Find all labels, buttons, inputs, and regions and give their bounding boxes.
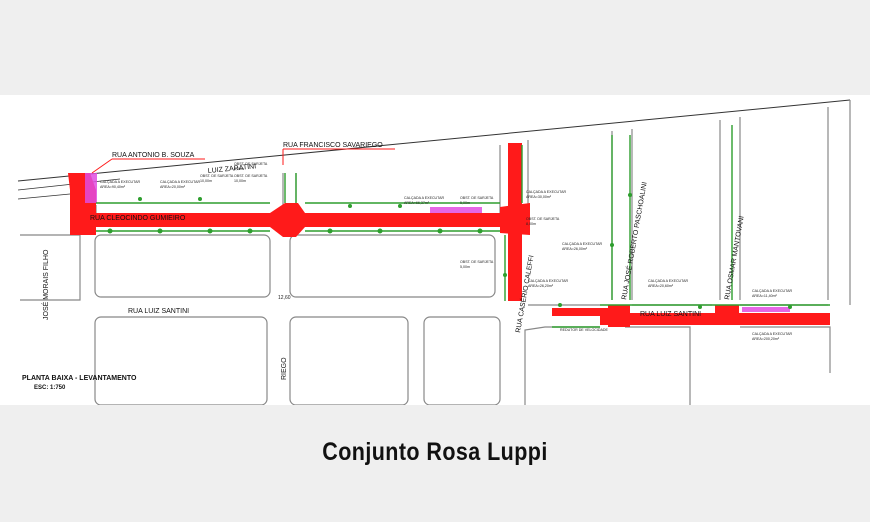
note-calcada-i: CALÇADA A EXECUTAR (752, 332, 792, 336)
note-obst-4: OBST. DE SARJETA (460, 196, 494, 200)
dimension-1260: 12,60 (278, 295, 291, 301)
note-area-i: AREA=200,20m² (752, 337, 780, 341)
note-obst-1: OBST. DE SARJETA (234, 162, 268, 166)
note-obst-4-len: 5,00m (460, 201, 470, 205)
note-obst-2-len: 10,00m (200, 179, 212, 183)
street-antonio-souza: RUA ANTONIO B. SOUZA (112, 152, 195, 159)
street-luiz-santini-left: RUA LUIZ SANTINI (128, 308, 189, 315)
street-francisco-savariego: RUA FRANCISCO SAVARIEGO (283, 142, 383, 149)
leader-antonio-2 (91, 158, 113, 174)
note-calcada-c: CALÇADA A EXECUTAR (404, 196, 444, 200)
note-area-b: AREA=20,00m² (160, 185, 186, 189)
note-redutor: REDUTOR DE VELOCIDADE (560, 328, 608, 332)
caption-title: Conjunto Rosa Luppi (322, 438, 548, 466)
annotations: CALÇADA A EXECUTAR AREA=90,40m² CALÇADA … (100, 162, 792, 341)
road-intersection-savariego (270, 203, 305, 237)
note-area-antonio: AREA=90,40m² (100, 185, 126, 189)
road-intersection-mantovani (715, 305, 739, 320)
block-outlines (20, 100, 851, 405)
note-calcada-h: CALÇADA A EXECUTAR (752, 289, 792, 293)
sidewalks-green (96, 125, 830, 328)
note-area-c: AREA=66,37m² (404, 201, 430, 205)
boundary-line-2 (17, 178, 121, 191)
note-area-h: AREA=11,40m² (752, 294, 778, 298)
boundary-line (17, 99, 851, 182)
note-area-d: AREA=30,00m² (526, 195, 552, 199)
note-obst-3-len: 10,00m (234, 179, 246, 183)
street-jose-morais-filho: JOSÉ MORAIS FILHO (41, 249, 50, 320)
plan-title: PLANTA BAIXA - LEVANTAMENTO (22, 375, 137, 382)
sidewalks-magenta (85, 173, 790, 312)
note-calcada-d: CALÇADA A EXECUTAR (526, 190, 566, 194)
site-plan-drawing: RUA ANTONIO B. SOUZA RUA FRANCISCO SAVAR… (0, 95, 870, 405)
note-obst-3: OBST. DE SARJETA (234, 174, 268, 178)
note-area-g: AREA=20,60m² (648, 284, 674, 288)
site-plan-svg: RUA ANTONIO B. SOUZA RUA FRANCISCO SAVAR… (17, 99, 851, 405)
trees (107, 193, 792, 309)
roads-to-execute (68, 143, 830, 327)
note-calcada-e: CALÇADA A EXECUTAR (562, 242, 602, 246)
note-calcada-antonio: CALÇADA A EXECUTAR (100, 180, 140, 184)
road-intersection-caleffi (500, 203, 530, 235)
boundary-line-3 (17, 193, 71, 200)
note-obst-5-len: 8,00m (526, 222, 536, 226)
plan-scale: ESC: 1:750 (34, 385, 66, 391)
note-obst-2: OBST. DE SARJETA (200, 174, 234, 178)
note-obst-6: OBST. DE SARJETA (460, 260, 494, 264)
note-area-e: AREA=26,00m² (562, 247, 588, 251)
street-luiz-zaratini: LUIZ ZARATINI (208, 163, 257, 175)
note-calcada-g: CALÇADA A EXECUTAR (648, 279, 688, 283)
note-area-f: AREA=26,20m² (528, 284, 554, 288)
street-cleocindo-gumieiro: RUA CLEOCINDO GUMIEIRO (90, 215, 186, 222)
road-redutor (552, 308, 610, 316)
street-osmar-mantovani: RUA OSMAR MANTOVANI (724, 215, 746, 300)
street-luiz-santini-right: RUA LUIZ SANTINI (640, 311, 701, 318)
note-obst-1-len: 8,00m (234, 167, 244, 171)
street-paschoalini: RUA JOSÉ ROBERTO PASCHOALINI (619, 181, 649, 300)
note-obst-5: OBST. DE SARJETA (526, 217, 560, 221)
note-calcada-b: CALÇADA A EXECUTAR (160, 180, 200, 184)
note-calcada-f: CALÇADA A EXECUTAR (528, 279, 568, 283)
street-riego: RIEGO (281, 357, 288, 380)
note-obst-6-len: 5,00m (460, 265, 470, 269)
